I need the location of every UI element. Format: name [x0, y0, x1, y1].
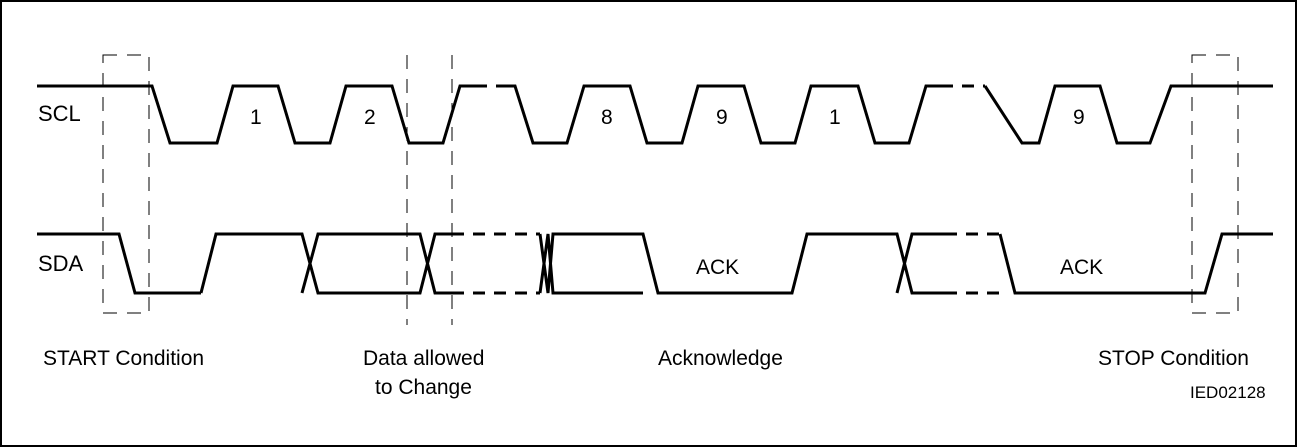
stop-condition-box [1191, 54, 1239, 314]
data-change-caption-line2: to Change [375, 376, 472, 399]
scl-pulse-label: 1 [250, 106, 262, 129]
scl-waveform [37, 84, 1273, 145]
start-condition-caption: START Condition [43, 347, 204, 370]
scl-pulse-label: 8 [601, 106, 613, 129]
stop-condition-caption: STOP Condition [1098, 347, 1249, 370]
scl-pulse-label: 2 [364, 106, 376, 129]
sda-waveform [37, 232, 1273, 295]
dashed-guides [102, 54, 1239, 325]
ack-label: ACK [1060, 256, 1103, 279]
figure-id: IED02128 [1190, 383, 1266, 402]
scl-pulse-label: 1 [829, 106, 841, 129]
data-change-caption-line1: Data allowed [363, 347, 484, 370]
scl-pulse-label: 9 [1073, 106, 1085, 129]
acknowledge-caption: Acknowledge [658, 347, 783, 370]
sda-label: SDA [38, 251, 84, 276]
scl-label: SCL [38, 101, 81, 126]
start-condition-box [102, 54, 150, 314]
scl-pulse-label: 9 [716, 106, 728, 129]
ack-label: ACK [696, 256, 739, 279]
